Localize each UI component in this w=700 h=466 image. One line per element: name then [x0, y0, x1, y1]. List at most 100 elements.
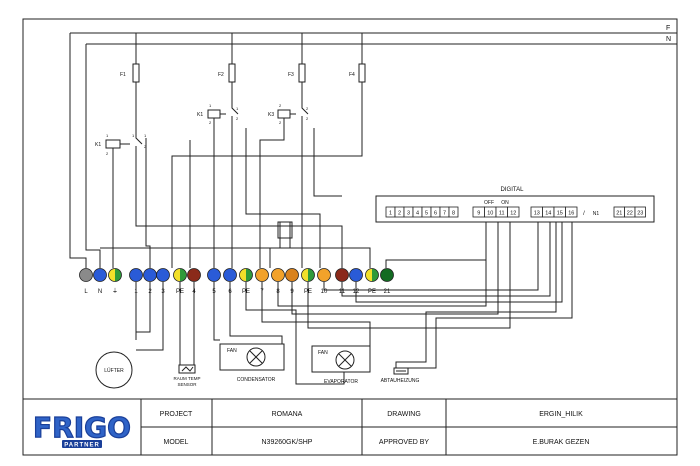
- terminal-circle: [349, 268, 363, 282]
- terminal-circle: [223, 268, 237, 282]
- terminal-2: ⏚: [108, 268, 122, 295]
- terminal-pe-half-green: [372, 268, 379, 282]
- wire-pe-evaporator: [245, 282, 345, 385]
- terminal-circle: [301, 268, 315, 282]
- fuse-f2: F2: [218, 63, 236, 83]
- terminal-circle: [380, 268, 394, 282]
- relay-k1-upper-label: K1: [197, 112, 203, 118]
- digital-group4-pin-label: 22: [627, 211, 633, 217]
- fuse-branches: [135, 33, 363, 268]
- relay-k1-upper-contact: [231, 104, 239, 115]
- lufter-circle: [95, 351, 133, 389]
- relay-k1-lower-pin-4: 2: [144, 144, 147, 149]
- fuse-f1-body: [132, 63, 140, 83]
- relay-k1-upper-coil: [207, 109, 221, 119]
- wire-k3-branch: [313, 128, 342, 197]
- terminal-circle: [317, 268, 331, 282]
- digital-group3-pin-label: 15: [557, 211, 563, 217]
- relay-k3: [259, 104, 309, 268]
- relay-k1-upper: [207, 104, 239, 268]
- tb-model-value: N39260GK/SHP: [262, 439, 313, 446]
- fuse-f3-label: F3: [288, 72, 294, 78]
- wire-5-condensator: [213, 282, 220, 341]
- sensor-body: [178, 364, 196, 374]
- condensator-label: CONDENSATOR: [237, 377, 276, 383]
- relay-k1-lower-pin-5: 1: [144, 133, 147, 138]
- relay-k1-lower-pin-1: 1: [106, 133, 109, 138]
- terminal-circle: [335, 268, 349, 282]
- terminal-label: 21: [384, 289, 391, 295]
- fuse-f3: F3: [288, 63, 306, 83]
- digital-group3-pin-label: 14: [545, 211, 551, 217]
- wire-10-digital: [323, 216, 539, 291]
- terminal-circle: [79, 268, 93, 282]
- fuse-f3-body: [298, 63, 306, 83]
- terminal-1: N: [93, 268, 107, 295]
- wire-pe-digital: [307, 216, 511, 329]
- abtau-label: ABTAUHEIZUNG: [381, 378, 420, 384]
- sheet-frame: [22, 18, 678, 456]
- sensor-label-1: RAUM TEMP: [174, 376, 201, 381]
- fuse-f1-label: F1: [120, 72, 126, 78]
- relay-k1-lower-contact: [135, 128, 143, 145]
- condensator-fan-label: FAN: [227, 348, 237, 354]
- wire-9-digital: [291, 216, 499, 315]
- fuse-f4: F4: [349, 63, 366, 83]
- terminal-pe-half-yellow: [108, 268, 115, 282]
- evaporator-fan: FAN EVAPORATOR: [311, 345, 371, 385]
- digital-group3-pin-label: 16: [568, 211, 574, 217]
- terminal-circle: [143, 268, 157, 282]
- raum-temp-sensor: RAUM TEMP SENSOR: [174, 364, 201, 387]
- wire-3-lufter: [136, 282, 164, 351]
- digital-group2-pin-label: 9: [477, 211, 480, 217]
- n-drop: [85, 44, 101, 268]
- terminal-pe-half-yellow: [365, 268, 372, 282]
- relay-k1-lower-coil: [105, 139, 121, 149]
- relay-k1-lower-label: K1: [95, 142, 101, 148]
- terminal-pe-half-yellow: [239, 268, 246, 282]
- evaporator-label: EVAPORATOR: [324, 379, 358, 385]
- wire-21-to-digital: [385, 216, 487, 268]
- terminal-circle: [239, 268, 253, 282]
- terminal-circle: [365, 268, 379, 282]
- digital-group4-pin-label: 23: [637, 211, 643, 217]
- digital-on-label: ON: [501, 200, 509, 206]
- terminal-pe-half-yellow: [173, 268, 180, 282]
- title-block: PROJECT ROMANA DRAWING ERGIN_HILIK MODEL…: [22, 398, 678, 456]
- fuse-f4-label: F4: [349, 72, 355, 78]
- terminal-pe-half-green: [180, 268, 187, 282]
- terminal-pe-half-green: [246, 268, 253, 282]
- wire-12-digital: [355, 216, 563, 303]
- condensator-fan-blade-2: [249, 350, 263, 364]
- terminal-18: PE: [365, 268, 379, 295]
- terminal-19: 21: [380, 268, 394, 295]
- neutral-bus: [100, 247, 371, 268]
- terminal-label: 10: [321, 289, 328, 295]
- digital-group1-pin-label: 4: [416, 211, 419, 217]
- label-f: F: [666, 25, 670, 32]
- terminal-circle: [173, 268, 187, 282]
- wire-11-digital: [341, 216, 551, 297]
- terminal-circle: [156, 268, 170, 282]
- relay-k3-coil-wire: [259, 118, 285, 268]
- wire-2-lufter: [136, 282, 151, 333]
- lufter-label: LÜFTER: [104, 367, 124, 374]
- relay-k3-pin-3: 2: [306, 106, 309, 111]
- terminal-circle: [207, 268, 221, 282]
- terminal-0: L: [79, 268, 93, 295]
- relay-k1-lower-out2: [145, 138, 151, 268]
- supply-lines: [69, 32, 677, 268]
- lufter-motor: LÜFTER: [95, 351, 133, 389]
- relay-k1-upper-pin-4: 2: [236, 116, 239, 121]
- relay-k3-label: K3: [268, 112, 274, 118]
- digital-group2-pin-box: [507, 206, 520, 218]
- wire-k1-to-10: [245, 128, 321, 268]
- wire-16-abtau: [404, 216, 573, 369]
- digital-group2-pin-label: 10: [487, 211, 493, 217]
- terminal-circle: [285, 268, 299, 282]
- relay-k3-contact: [301, 104, 309, 115]
- terminal-pe-half-green: [308, 268, 315, 282]
- terminal-circle: [255, 268, 269, 282]
- digital-group2-pin-label: 12: [510, 211, 516, 217]
- digital-n1: N1: [593, 211, 600, 217]
